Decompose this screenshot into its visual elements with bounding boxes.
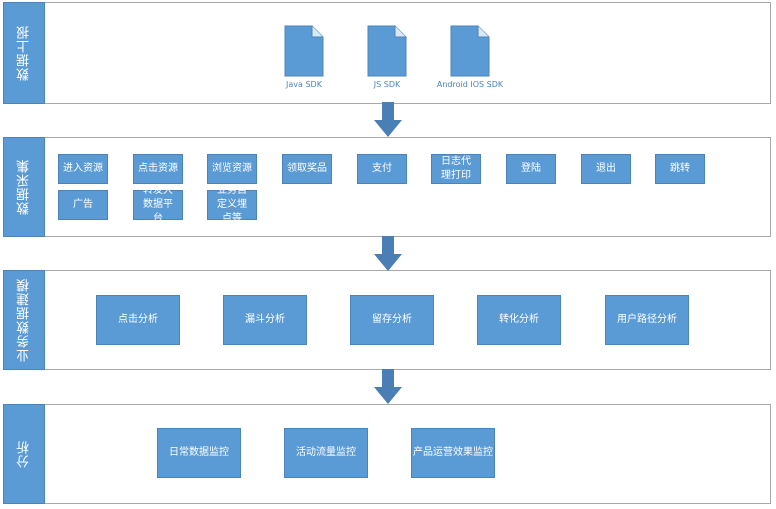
down-arrow-icon	[374, 236, 402, 271]
row-label-report: 数据上报	[3, 2, 45, 104]
row-label-collect: 数据采集	[3, 137, 45, 237]
collect-box: 日志代理打印	[431, 154, 481, 184]
collect-box: 进入资源	[58, 154, 108, 184]
analysis-box: 日常数据监控	[157, 428, 241, 478]
collect-box: 业务自定义埋点等	[207, 185, 257, 224]
collect-box: 浏览资源	[207, 154, 257, 184]
collect-box: 点击资源	[133, 154, 183, 184]
document-icon	[450, 25, 490, 77]
down-arrow-icon	[374, 102, 402, 137]
collect-box: 转发大数据平台	[133, 185, 183, 224]
analysis-box: 活动流量监控	[284, 428, 368, 478]
row-label-modeling: 业务数据建模	[3, 270, 45, 370]
row-label-text: 数据上报	[16, 25, 32, 81]
modeling-box: 用户路径分析	[605, 295, 689, 345]
row-label-text: 数据采集	[16, 159, 32, 215]
row-label-text: 分析	[16, 440, 32, 468]
modeling-box: 转化分析	[477, 295, 561, 345]
collect-box: 登陆	[506, 154, 556, 184]
collect-box: 支付	[357, 154, 407, 184]
row-label-analysis: 分析	[3, 404, 45, 504]
row-collect	[3, 137, 771, 237]
collect-box: 退出	[581, 154, 631, 184]
modeling-box: 点击分析	[96, 295, 180, 345]
collect-box: 跳转	[655, 154, 705, 184]
analysis-box: 产品运营效果监控	[411, 428, 495, 478]
collect-box: 领取奖品	[282, 154, 332, 184]
document-icon	[284, 25, 324, 77]
down-arrow-icon	[374, 369, 402, 404]
sdk-caption: Java SDK	[286, 80, 322, 89]
row-label-text: 业务数据建模	[16, 278, 32, 362]
document-icon	[367, 25, 407, 77]
modeling-box: 漏斗分析	[223, 295, 307, 345]
sdk-caption: Android IOS SDK	[436, 80, 504, 89]
row-analysis	[3, 404, 771, 504]
modeling-box: 留存分析	[350, 295, 434, 345]
collect-box: 广告	[58, 190, 108, 220]
sdk-caption: JS SDK	[373, 80, 401, 89]
